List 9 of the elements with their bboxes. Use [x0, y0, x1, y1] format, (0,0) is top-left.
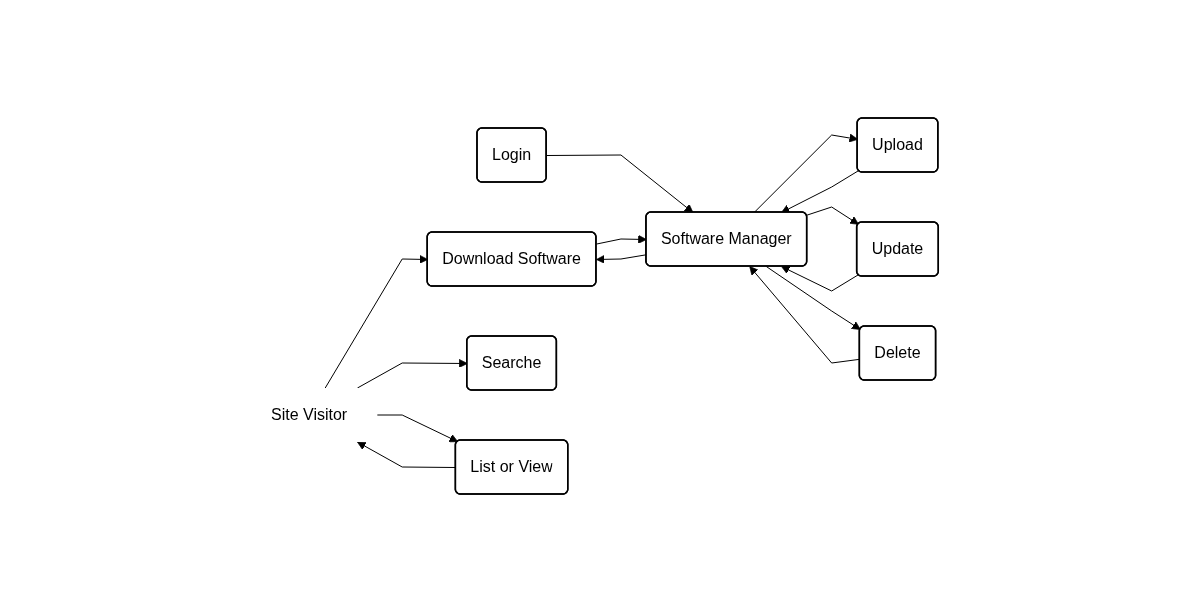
arrow	[546, 154, 694, 213]
arrow	[749, 266, 861, 364]
arrow	[377, 414, 459, 443]
arrow	[806, 206, 860, 225]
node-text: Site Visitor	[271, 406, 348, 423]
arrow	[781, 266, 860, 292]
arrow	[781, 170, 860, 213]
arrow	[754, 133, 859, 213]
arrow	[766, 266, 862, 330]
